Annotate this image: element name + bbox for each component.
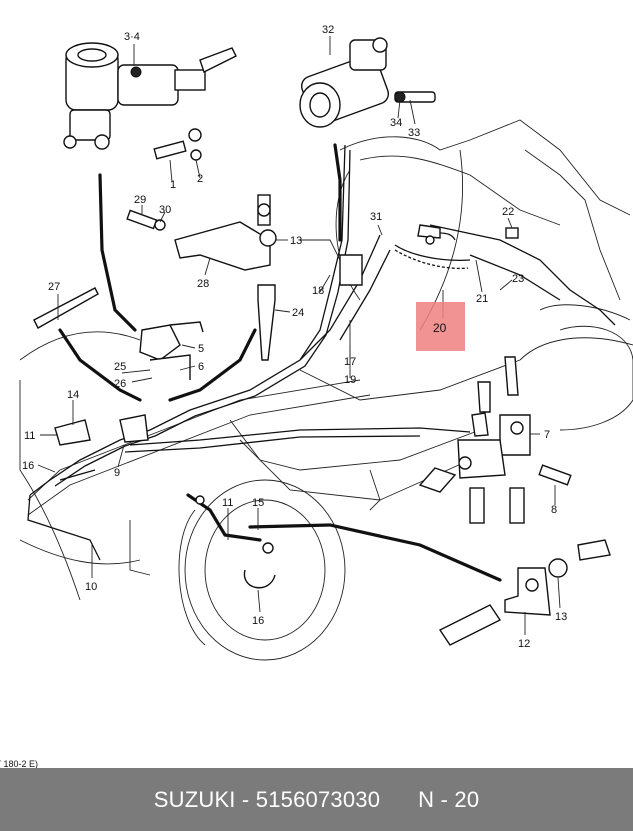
callout-label: 21 (476, 293, 488, 305)
callout-label: 29 (134, 194, 146, 206)
callout-label: 31 (370, 211, 382, 223)
callout-label: 32 (322, 24, 334, 36)
callout-label: 23 (512, 273, 524, 285)
drawing-code: ( 180-2 E) (0, 759, 38, 768)
load-sensing-valve (299, 37, 436, 128)
callout-label: 7 (544, 429, 550, 441)
callout-label: 2 (197, 173, 203, 185)
highlight-box (416, 302, 465, 351)
highlight-label: 20 (433, 321, 447, 335)
callout-label: 34 (390, 117, 402, 129)
callout-label: 28 (197, 278, 209, 290)
callout-label: 17 (344, 356, 356, 368)
callout-label: 5 (198, 343, 204, 355)
callout-label: 9 (114, 467, 120, 479)
callout-label: 24 (292, 307, 304, 319)
callout-label: 33 (408, 127, 420, 139)
callout-label: 13 (555, 611, 567, 623)
brand-part-number: SUZUKI - 5156073030 (153, 786, 381, 812)
callout-label: 16 (22, 460, 34, 472)
callout-label: 13 (290, 235, 302, 247)
callout-label: 16 (252, 615, 264, 627)
callout-label: 25 (114, 361, 126, 373)
callout-label: 11 (24, 430, 35, 442)
callout-label: 30 (159, 204, 171, 216)
callout-label: 22 (502, 206, 514, 218)
reference-number: N - 20 (418, 786, 480, 812)
footer-bar: SUZUKI - 5156073030 N - 20 (0, 768, 633, 831)
master-cylinder (63, 42, 237, 150)
callout-label: 18 (312, 285, 324, 297)
callout-label: 1 (170, 179, 176, 191)
callout-label: 27 (48, 281, 60, 293)
callout-label: 26 (114, 378, 126, 390)
callout-label: 11 (222, 497, 233, 509)
callout-label: 19 (344, 374, 356, 386)
callout-label: 8 (551, 504, 557, 516)
callout-label: 6 (198, 361, 204, 373)
callout-label: 10 (85, 581, 97, 593)
callout-label: 3·4 (124, 31, 140, 43)
parts-diagram: 3·4 32 2 1 34 33 29 30 13 28 31 22 23 21… (0, 24, 633, 768)
callout-label: 15 (252, 497, 264, 509)
callout-label: 12 (518, 638, 530, 650)
callout-label: 14 (67, 389, 79, 401)
bolts-and-fittings (33, 128, 611, 646)
callout-labels: 3·4 32 2 1 34 33 29 30 13 28 31 22 23 21… (22, 24, 567, 650)
highlight-part-20[interactable]: 20 (416, 302, 465, 351)
leader-lines (37, 36, 561, 635)
